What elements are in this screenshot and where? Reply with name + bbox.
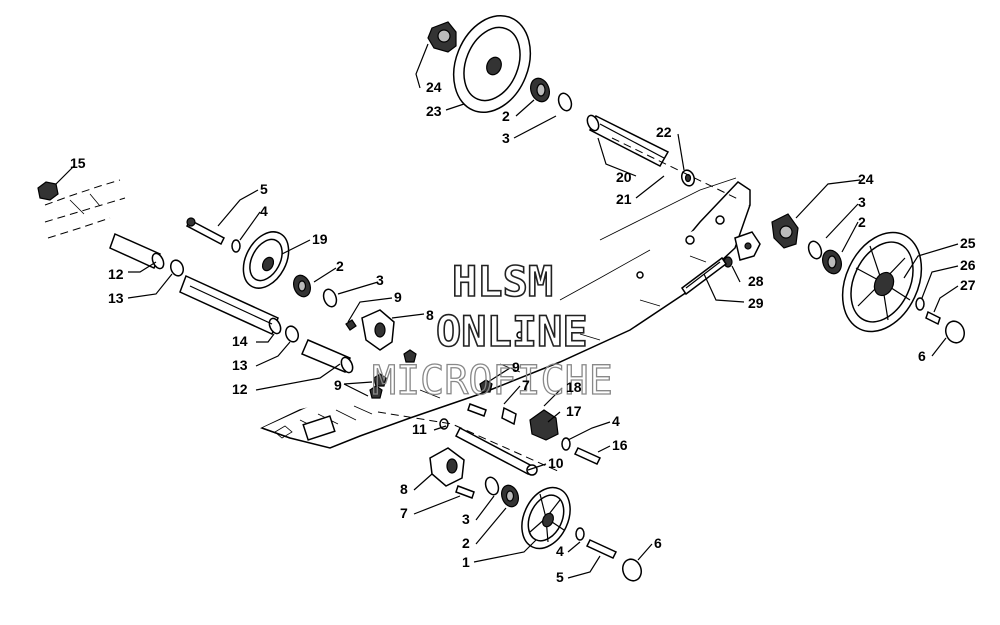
bolt-10 (455, 426, 533, 476)
callout-22: 22 (656, 124, 672, 140)
left-shaft-assembly (37, 181, 602, 476)
callout-3: 3 (462, 511, 470, 527)
watermark: HLSM ONLINE MICROFICHE (371, 256, 613, 404)
cap-6-lower (621, 558, 643, 582)
callout-13: 13 (108, 290, 124, 306)
callout-19: 19 (312, 231, 328, 247)
callout-18: 18 (566, 379, 582, 395)
nut-9-d (479, 379, 493, 393)
watermark-line3: MICROFICHE (372, 358, 613, 404)
callout-labels: 24 23 2 3 22 20 21 24 3 2 25 26 27 28 29… (70, 79, 976, 585)
bushing-18 (501, 406, 517, 426)
nut-15 (37, 181, 59, 201)
spacer-12-upper (109, 232, 161, 269)
callout-15: 15 (70, 155, 86, 171)
callout-13: 13 (232, 357, 248, 373)
cap-6-right (944, 320, 966, 344)
callout-14: 14 (232, 333, 248, 349)
callout-26: 26 (960, 257, 976, 273)
ring-3-right (807, 240, 823, 260)
rail-fragment (44, 179, 126, 239)
callout-1: 1 (462, 554, 470, 570)
right-wheel-assembly (680, 213, 966, 344)
callout-7: 7 (400, 505, 408, 521)
callout-2: 2 (462, 535, 470, 551)
callout-16: 16 (612, 437, 628, 453)
bolt-27 (925, 310, 941, 326)
bolt-16 (573, 447, 602, 465)
callout-9: 9 (394, 289, 402, 305)
top-wheel-assembly (427, 14, 741, 201)
arm-17 (529, 409, 559, 441)
callout-29: 29 (748, 295, 764, 311)
callout-24: 24 (426, 79, 442, 95)
callout-3: 3 (502, 130, 510, 146)
callout-9: 9 (334, 377, 342, 393)
washer-4-mid (561, 437, 571, 451)
watermark-line2: ONLINE (436, 307, 588, 356)
callout-17: 17 (566, 403, 582, 419)
bolt-7-lower (455, 485, 475, 499)
callout-8: 8 (400, 481, 408, 497)
washer-4-left (231, 239, 241, 253)
callout-4: 4 (260, 203, 268, 219)
bottom-wheel-assembly (429, 447, 643, 582)
callout-11: 11 (412, 421, 427, 437)
callout-24: 24 (858, 171, 874, 187)
callout-20: 20 (616, 169, 632, 185)
callout-28: 28 (748, 273, 764, 289)
washer-4-lower (575, 527, 585, 541)
callout-6: 6 (654, 535, 662, 551)
callout-4: 4 (556, 543, 564, 559)
callout-8: 8 (426, 307, 434, 323)
ring-3-left (322, 288, 338, 308)
callout-5: 5 (556, 569, 564, 585)
callout-25: 25 (960, 235, 976, 251)
callout-12: 12 (232, 381, 248, 397)
bolt-7-upper (467, 403, 487, 417)
callout-27: 27 (960, 277, 976, 293)
callout-3: 3 (858, 194, 866, 210)
callout-2: 2 (336, 258, 344, 274)
shaft-14 (179, 274, 279, 336)
ring-13-lower (284, 325, 300, 343)
callout-6: 6 (918, 348, 926, 364)
washer-26 (915, 297, 925, 311)
bolt-5-lower (585, 539, 618, 559)
bolt-29 (680, 256, 728, 296)
callout-5: 5 (260, 181, 268, 197)
ring-13-upper (169, 259, 185, 277)
callout-12: 12 (108, 266, 124, 282)
watermark-line1: HLSM (452, 257, 553, 306)
ring-3-lower (484, 476, 500, 496)
callout-4: 4 (612, 413, 620, 429)
callout-3: 3 (376, 272, 384, 288)
callout-2: 2 (858, 214, 866, 230)
callout-10: 10 (548, 455, 564, 471)
spacer-12-lower (301, 339, 351, 373)
callout-2: 2 (502, 108, 510, 124)
nut-9-a (373, 373, 387, 387)
nut-9-c (403, 349, 417, 363)
callout-23: 23 (426, 103, 442, 119)
callout-21: 21 (616, 191, 632, 207)
ring-3-top (557, 92, 573, 112)
leader-lines (55, 43, 959, 579)
nut-9-b (369, 385, 383, 399)
callout-9: 9 (512, 359, 520, 375)
callout-7: 7 (522, 377, 530, 393)
